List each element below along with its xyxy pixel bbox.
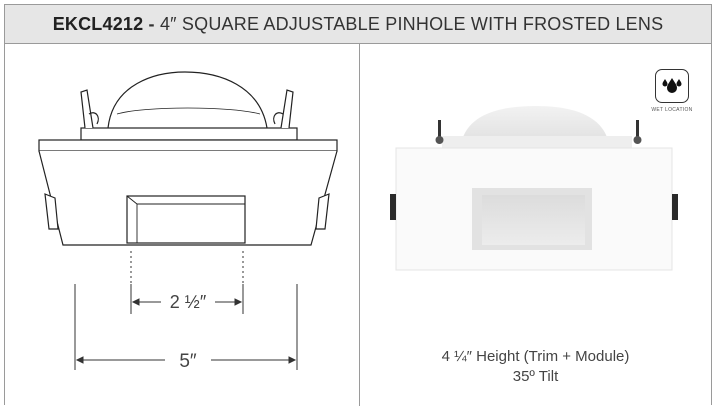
inner-dimension-label: 2 ½″ — [170, 292, 207, 312]
outer-dimension-label: 5″ — [179, 351, 197, 372]
wet-location-badge — [655, 69, 689, 103]
module-plate — [80, 127, 298, 141]
tilt-spec: 35º Tilt — [512, 368, 559, 385]
panel-divider — [359, 44, 360, 406]
title-separator: - — [143, 13, 160, 34]
model-code: EKCL4212 — [52, 13, 144, 34]
photo-left-clip — [435, 120, 444, 144]
model-description: 4″ SQUARE ADJUSTABLE PINHOLE WITH FROSTE… — [159, 13, 664, 34]
product-photo-panel: WET LOCATION 4 ¼″ Height (Trim + Module)… — [360, 44, 711, 406]
photo-right-clip — [633, 120, 642, 144]
title-bar: EKCL4212 - 4″ SQUARE ADJUSTABLE PINHOLE … — [5, 5, 711, 44]
module-dome-band — [116, 107, 261, 115]
height-spec: 4 ¼″ Height (Trim + Module) — [441, 348, 630, 365]
left-spring-clip — [80, 89, 94, 129]
photo-right-tab — [672, 194, 678, 220]
left-side-tab — [44, 193, 59, 230]
product-photo — [390, 106, 678, 271]
photo-dome — [462, 106, 608, 140]
right-spring-clip — [280, 89, 294, 129]
spec-sheet: EKCL4212 - 4″ SQUARE ADJUSTABLE PINHOLE … — [4, 4, 712, 406]
water-drops-icon — [662, 78, 682, 93]
dimension-drawing-panel: 2 ½″ 5″ — [5, 44, 359, 406]
module-dome — [107, 71, 268, 129]
right-side-tab — [315, 193, 330, 230]
wet-location-label: WET LOCATION — [651, 107, 693, 113]
square-aperture — [126, 195, 246, 244]
photo-left-tab — [390, 194, 396, 220]
dimension-drawing: 2 ½″ 5″ — [38, 71, 338, 372]
trim-flange — [38, 139, 338, 152]
frosted-lens — [482, 195, 585, 245]
